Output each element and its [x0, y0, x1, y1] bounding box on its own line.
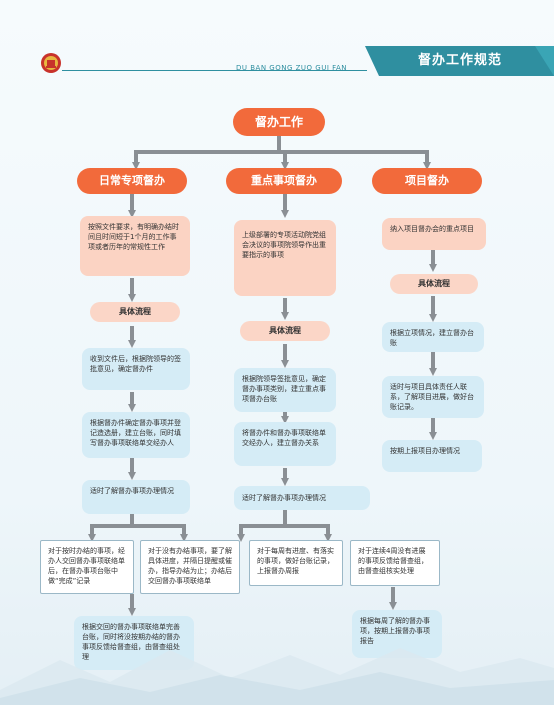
- branch-daily-title: 日常专项督办: [77, 168, 187, 194]
- branch-key-step-3: 适时了解督办事项办理情况: [234, 486, 370, 510]
- branch-key-title: 重点事项督办: [226, 168, 342, 194]
- branch-project-step-3: 按期上报项目办理情况: [382, 440, 482, 472]
- branch-key-split-2: 对于连续4周没有进展的事项反馈给督查组，由督查组核实处理: [350, 540, 440, 586]
- background-mountains: [0, 648, 554, 705]
- header-rule: [62, 70, 367, 71]
- branch-key-flow-label: 具体流程: [240, 321, 330, 341]
- branch-project-flow-label: 具体流程: [390, 274, 478, 294]
- branch-project-intro: 纳入项目督办会的重点项目: [382, 218, 486, 250]
- branch-key-step-1: 根据院领导签批意见，确定督办事项类别，建立重点事项督办台账: [234, 368, 336, 412]
- branch-daily-split-2: 对于没有办结事项，要了解具体进度，并隔日提醒或催办，指导办结为止；办结后交回督办…: [140, 540, 240, 594]
- branch-project-title: 项目督办: [372, 168, 482, 194]
- header-ribbon: [365, 46, 554, 76]
- court-emblem-icon: [40, 52, 62, 74]
- branch-key-step-2: 将督办件和督办事项联络单交经办人，建立督办关系: [234, 422, 336, 466]
- header-title: 督办工作规范: [417, 53, 502, 68]
- branch-daily-intro: 按照文件要求，有明确办结时间且时间短于1个月的工作事项或者历年的常规性工作: [80, 216, 190, 276]
- branch-daily-step-1: 收到文件后，根据院领导的签批意见，确定督办件: [82, 348, 190, 390]
- branch-daily-step-3: 适时了解督办事项办理情况: [82, 480, 190, 514]
- root-node: 督办工作: [233, 108, 325, 136]
- branch-key-intro: 上级部署的专项活动院党组会决议的事项院领导作出重要指示的事项: [234, 220, 336, 296]
- branch-daily-step-2: 根据督办件确定督办事项并登记造选册，建立台账，同时填写督办事项联络单交经办人: [82, 412, 190, 458]
- branch-daily-split-1: 对于按时办结的事项，经办人交回督办事项联络单后，在督办事项台账中做“完成”记录: [40, 540, 134, 594]
- branch-daily-flow-label: 具体流程: [90, 302, 180, 322]
- header-pinyin: DU BAN GONG ZUO GUI FAN: [236, 64, 348, 72]
- branch-key-split-1: 对于每周有进度、有落实的事项，做好台账记录，上报督办周报: [249, 540, 343, 586]
- branch-project-step-1: 根据立项情况，建立督办台账: [382, 322, 484, 352]
- branch-project-step-2: 适时与项目具体责任人联系，了解项目进展，做好台账记录。: [382, 376, 484, 418]
